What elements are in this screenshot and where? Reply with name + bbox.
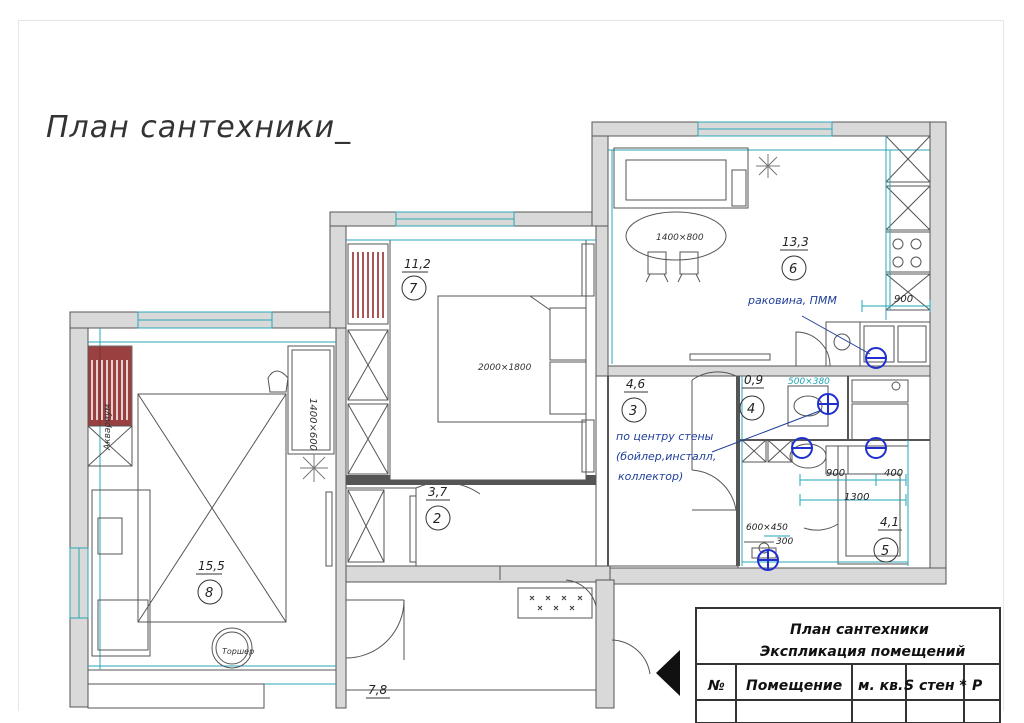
dim-400: 400	[884, 468, 903, 479]
note-sink-dishwasher: раковина, ПММ	[747, 294, 837, 307]
room-5-marker	[873, 537, 899, 563]
wardrobe	[347, 243, 389, 325]
stamp-header-number: №	[707, 678, 725, 694]
floor-lamp-label: Торшер	[222, 647, 254, 656]
room-6-marker	[781, 255, 807, 281]
room-3-area: 4,6	[626, 377, 645, 391]
room-3-marker	[621, 397, 647, 423]
wall-right	[929, 121, 947, 585]
room-8-number: 8	[205, 586, 213, 601]
room-4-area: 0,9	[744, 373, 763, 387]
dim-900-kitchen: 900	[894, 294, 913, 305]
note-collector: коллектор)	[618, 470, 683, 483]
stamp-subtitle: Экспликация помещений	[760, 644, 965, 660]
sofa	[91, 489, 151, 657]
stamp-header-walls: S стен *	[904, 678, 967, 694]
sofa-bed	[287, 345, 335, 455]
room-7-number: 7	[409, 282, 418, 297]
chair	[267, 370, 289, 393]
wall-int-2	[345, 565, 611, 583]
dim-500x380: 500×380	[788, 377, 830, 387]
note-boiler: (бойлер,инсталл,	[616, 450, 716, 463]
stamp	[695, 607, 1001, 723]
dining-table	[625, 211, 727, 261]
kitchen-sofa	[613, 147, 749, 209]
wall-bottom-right	[609, 567, 947, 585]
room-2-area: 3,7	[428, 485, 447, 499]
windows	[69, 121, 930, 685]
room8-furniture	[87, 345, 335, 669]
plumbing-points	[757, 347, 887, 571]
room-5-area: 4,1	[880, 515, 899, 529]
dim-1300: 1300	[844, 492, 869, 503]
stamp-header-room: Помещение	[746, 678, 842, 694]
wall-step-2	[591, 121, 609, 227]
wall-int-5	[595, 579, 615, 709]
floor-lamp	[211, 627, 253, 669]
bed-size-label: 2000×1800	[478, 363, 532, 373]
room-5-number: 5	[881, 544, 889, 559]
play-arrow-icon	[656, 650, 680, 696]
room-2-number: 2	[433, 512, 441, 527]
ceiling-light-icon	[756, 154, 780, 178]
room-8-area: 15,5	[198, 559, 225, 573]
bookshelf	[87, 345, 133, 427]
aquarium	[87, 425, 133, 467]
room-6-area: 13,3	[782, 235, 809, 249]
wall-int-1	[335, 327, 347, 709]
carpet	[137, 393, 287, 623]
dim-900-bath: 900	[826, 468, 845, 479]
room7-furniture	[347, 243, 595, 563]
wall-int-3	[595, 225, 609, 377]
wall-step	[329, 211, 347, 329]
wall-left	[69, 311, 89, 708]
room-7-marker	[401, 275, 427, 301]
sheet-frame	[18, 20, 1004, 711]
table-size-label: 1400×800	[656, 233, 704, 243]
room-4-number: 4	[747, 402, 755, 417]
stamp-header-area: м. кв.	[858, 678, 903, 694]
room-2-marker	[425, 505, 451, 531]
room-6-number: 6	[789, 262, 797, 277]
sofa-bed-label: 1400×600	[307, 398, 318, 451]
wall-int-4	[607, 365, 931, 377]
plan-title: План сантехники_	[46, 110, 352, 145]
note-wall-center: по центру стены	[616, 430, 714, 443]
aquarium-label: Аквариум	[103, 404, 113, 451]
dim-600x450: 600×450	[746, 523, 788, 533]
stamp-title: План сантехники	[790, 622, 929, 638]
room-3-number: 3	[629, 404, 637, 419]
room-7-area: 11,2	[404, 257, 431, 271]
room-8-marker	[197, 579, 223, 605]
stamp-header-p: P	[972, 678, 983, 694]
plant-icon	[300, 454, 328, 482]
room-hall-area: 7,8	[368, 683, 387, 697]
shoe-rack	[517, 587, 593, 619]
dim-300: 300	[776, 537, 793, 547]
room-4-marker	[739, 395, 765, 421]
